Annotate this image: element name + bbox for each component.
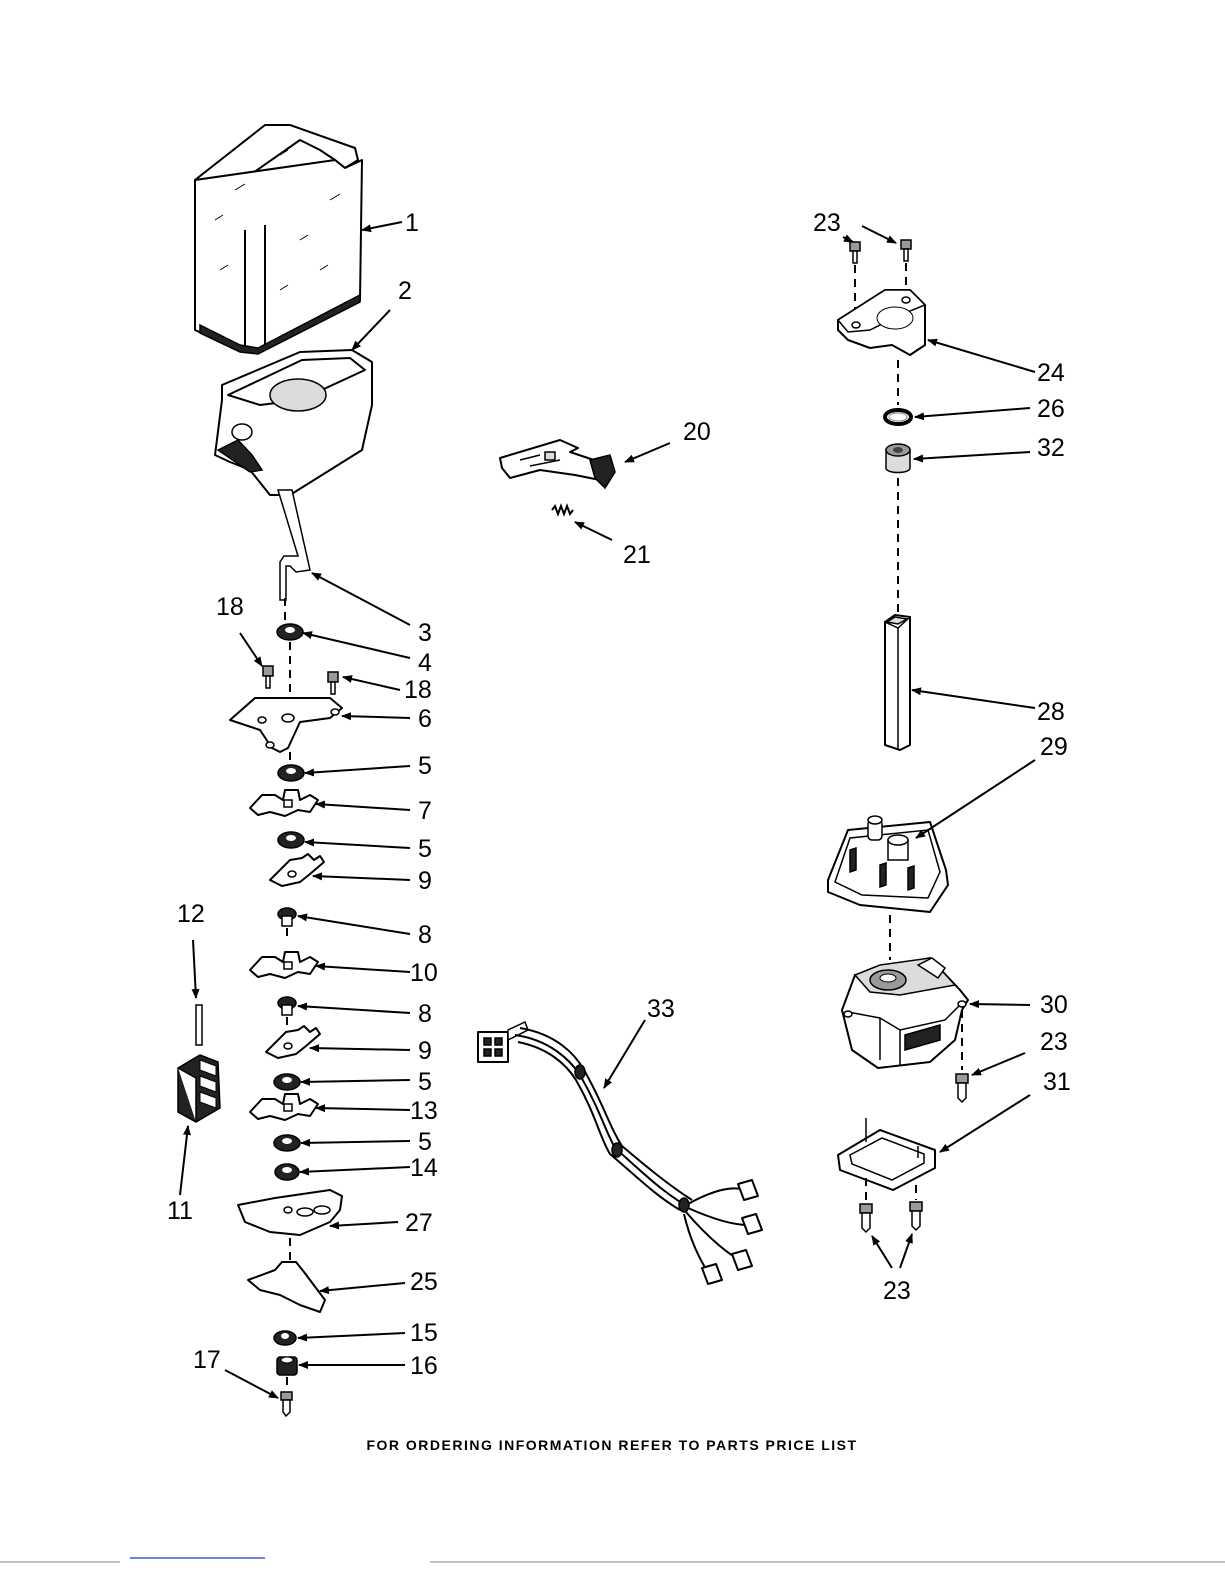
part-pin-12	[196, 1005, 202, 1045]
part-bushing-8b	[278, 997, 296, 1032]
callout-13: 13	[410, 1097, 438, 1125]
callout-7: 7	[418, 797, 432, 825]
page-edge-lines	[0, 1558, 1225, 1562]
callout-6: 6	[418, 705, 432, 733]
part-cover-29	[828, 816, 948, 912]
callout-23-mid: 23	[1040, 1028, 1068, 1056]
callout-8b: 8	[418, 1000, 432, 1028]
part-gear-plate-9b	[266, 1026, 320, 1058]
part-cam-10	[250, 952, 318, 978]
callout-5b: 5	[418, 835, 432, 863]
callout-3: 3	[418, 619, 432, 647]
callout-2: 2	[398, 277, 412, 305]
part-screw-23-top-left	[850, 242, 860, 263]
part-screw-18a	[263, 666, 273, 688]
part-gasket-31	[838, 1118, 935, 1190]
callout-10: 10	[410, 959, 438, 987]
callout-9b: 9	[418, 1037, 432, 1065]
part-motor-30	[842, 958, 968, 1068]
callout-17: 17	[193, 1346, 221, 1374]
part-screw-17	[281, 1392, 292, 1416]
callout-29: 29	[1040, 733, 1068, 761]
part-bushing-8a	[278, 908, 296, 942]
part-block-11	[178, 1055, 220, 1122]
callout-11: 11	[167, 1197, 193, 1225]
callout-21: 21	[623, 541, 651, 569]
part-spring-21	[552, 506, 573, 514]
part-screw-23-top-right	[901, 240, 911, 261]
part-washer-5b	[278, 832, 304, 848]
part-washer-5c	[274, 1074, 300, 1090]
part-gear-plate-9a	[270, 854, 324, 886]
part-cam-7	[250, 790, 318, 816]
callout-32: 32	[1037, 434, 1065, 462]
callout-25: 25	[410, 1268, 438, 1296]
part-screw-18b	[328, 672, 338, 694]
callout-1: 1	[405, 209, 419, 237]
part-washer-14	[275, 1164, 299, 1180]
callout-33: 33	[647, 995, 675, 1023]
callout-4: 4	[418, 649, 432, 677]
part-washer-5d	[274, 1135, 300, 1151]
part-auger-rod	[278, 490, 310, 600]
callout-24: 24	[1037, 359, 1065, 387]
callout-18a: 18	[216, 593, 244, 621]
callout-14: 14	[410, 1154, 438, 1182]
callout-9a: 9	[418, 867, 432, 895]
part-nut-16	[277, 1357, 297, 1375]
part-washer-4	[277, 624, 303, 640]
callout-28: 28	[1037, 698, 1065, 726]
part-cam-13	[250, 1094, 318, 1120]
part-washer-15	[274, 1331, 296, 1345]
part-bracket-plate	[230, 698, 342, 752]
callout-5d: 5	[418, 1128, 432, 1156]
callout-23-top: 23	[813, 209, 841, 237]
callout-30: 30	[1040, 991, 1068, 1019]
part-ice-bucket	[195, 125, 362, 354]
part-auger-housing	[215, 350, 372, 495]
callout-26: 26	[1037, 395, 1065, 423]
callout-15: 15	[410, 1319, 438, 1347]
part-washer-5a	[278, 765, 304, 781]
part-coupler-32	[886, 444, 910, 473]
callout-5a: 5	[418, 752, 432, 780]
callout-23-bottom: 23	[883, 1277, 911, 1305]
callout-18b: 18	[404, 676, 432, 704]
callout-8a: 8	[418, 921, 432, 949]
part-ring-26	[885, 410, 911, 424]
part-switch-bracket-20	[500, 440, 615, 488]
callout-20: 20	[683, 418, 711, 446]
part-screw-23-bottom-right	[910, 1202, 922, 1230]
part-plate-27	[238, 1190, 342, 1235]
part-bracket-24	[838, 290, 925, 355]
footer-note: FOR ORDERING INFORMATION REFER TO PARTS …	[366, 1437, 857, 1453]
part-blade-25	[248, 1262, 325, 1312]
part-shaft-28	[885, 615, 910, 750]
callout-27: 27	[405, 1209, 433, 1237]
callout-31: 31	[1043, 1068, 1071, 1096]
callout-16: 16	[410, 1352, 438, 1380]
callout-12: 12	[177, 900, 205, 928]
callout-5c: 5	[418, 1068, 432, 1096]
part-screw-23-bottom-left	[860, 1204, 872, 1232]
part-screw-23-mid	[956, 1074, 968, 1102]
